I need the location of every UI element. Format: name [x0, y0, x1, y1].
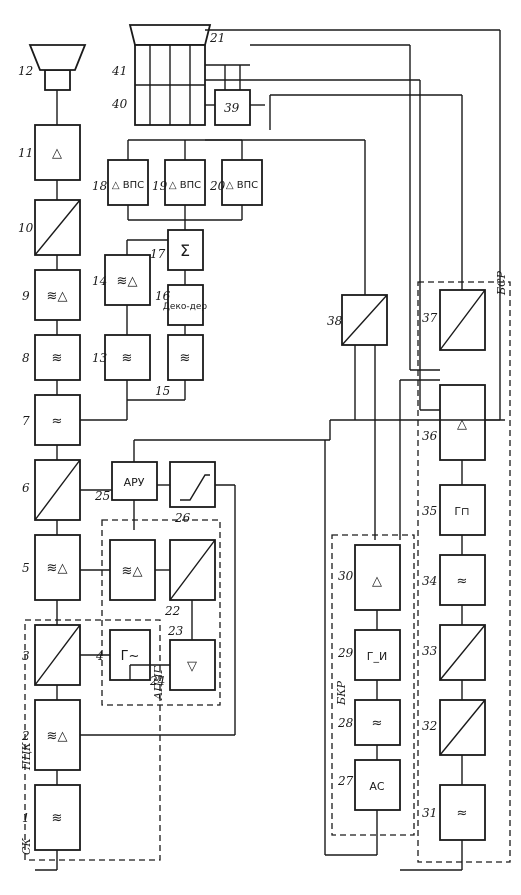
block-17-summator — [167, 229, 204, 271]
block-25-symbol: АРУ — [124, 476, 145, 489]
block-9-number: 9 — [22, 289, 30, 303]
block-11-symbol: △ — [52, 146, 62, 161]
block-36-output-amp — [439, 384, 486, 461]
block-34-number: 34 — [422, 574, 437, 588]
block-5-amplifier — [34, 534, 81, 601]
group-label-bkr: БКР — [335, 680, 348, 706]
block-19-number: 19 — [152, 179, 168, 193]
block-39-number: 39 — [224, 101, 240, 115]
group-label-apch: АПЧГ — [152, 666, 165, 701]
block-24-amplifier — [169, 639, 216, 691]
block-11-number: 11 — [18, 146, 33, 160]
block-11-amplifier — [34, 124, 81, 181]
block-26-limiter — [169, 461, 216, 508]
block-3-number: 3 — [22, 649, 30, 663]
block-17-number: 17 — [150, 247, 166, 261]
block-31-filter — [439, 784, 486, 841]
block-18-symbol: △ ВПС — [112, 180, 144, 191]
group-frame-apch — [101, 519, 221, 706]
block-28-symbol: ≈ — [372, 716, 383, 731]
block-28-number: 28 — [337, 716, 354, 730]
block-2-symbol: ≋△ — [47, 729, 68, 744]
block-36-symbol: △ — [457, 417, 467, 432]
block-30-number: 30 — [338, 569, 354, 583]
block-30-output-amp — [354, 544, 401, 611]
block-14-number: 14 — [92, 274, 107, 288]
block-15-symbol: ≋ — [180, 351, 191, 366]
block-20-symbol: △ ВПС — [226, 180, 258, 191]
block-12-speaker-body — [44, 69, 71, 91]
block-31-symbol: ≈ — [457, 806, 468, 821]
block-22-number: 22 — [164, 604, 180, 618]
block-21-screen — [128, 24, 212, 46]
block-5-number: 5 — [22, 561, 30, 575]
block-30-symbol: △ — [372, 574, 382, 589]
block-35-symbol: Г⊓ — [454, 505, 469, 518]
block-16-symbol: Деко-дер — [163, 302, 208, 312]
block-22-symbol: ≋△ — [122, 564, 143, 579]
block-21-number: 21 — [209, 31, 225, 45]
block-5-symbol: ≋△ — [47, 561, 68, 576]
block-16-decoder — [167, 284, 204, 326]
block-37-number: 37 — [422, 311, 438, 325]
group-label-pchk: ПЦК — [20, 742, 33, 771]
block-32-number: 32 — [422, 719, 437, 733]
group-frame-bsr — [417, 281, 511, 863]
block-13-symbol: ≋ — [122, 351, 133, 366]
block-13-filter — [104, 334, 151, 381]
block-9-symbol: ≋△ — [47, 289, 68, 304]
block-4-number: 4 — [95, 649, 104, 663]
block-33-number: 33 — [422, 644, 438, 658]
block-26-number: 26 — [174, 511, 191, 525]
block-25-number: 25 — [94, 489, 110, 503]
block-23-number: 23 — [167, 624, 184, 638]
block-14-symbol: ≋△ — [117, 274, 138, 289]
block-34-symbol: ≈ — [457, 574, 468, 589]
block-31-number: 31 — [422, 806, 437, 820]
block-20-number: 20 — [209, 179, 226, 193]
block-27-number: 27 — [337, 774, 354, 788]
block-29-generator — [354, 629, 401, 681]
block-29-number: 29 — [337, 646, 354, 660]
block-12-number: 12 — [18, 64, 33, 78]
group-frame-ck — [24, 619, 161, 861]
block-24-symbol: ▽ — [187, 659, 197, 674]
block-18-number: 18 — [92, 179, 108, 193]
group-label-ck: СК — [20, 838, 33, 855]
block-6-number: 6 — [22, 481, 30, 495]
block-28-filter — [354, 699, 401, 746]
group-frame-bkr — [331, 534, 415, 836]
block-24-number: 24 — [149, 674, 165, 688]
block-1-symbol: ≋ — [52, 811, 63, 826]
block-8-symbol: ≋ — [52, 351, 63, 366]
block-7-symbol: ≈ — [52, 414, 63, 429]
block-14-amplifier — [104, 254, 151, 306]
block-7-number: 7 — [22, 414, 30, 428]
block-16-number: 16 — [155, 289, 171, 303]
block-19-symbol: △ ВПС — [169, 180, 201, 191]
block-39-convergence — [214, 89, 251, 126]
block-29-symbol: Г_И — [367, 650, 387, 663]
block-22-filter-amp — [109, 539, 156, 601]
group-label-bsr: БСР — [495, 271, 508, 297]
block-8-number: 8 — [22, 351, 30, 365]
block-15-filter — [167, 334, 204, 381]
block-35-number: 35 — [422, 504, 437, 518]
block-41-number: 41 — [111, 64, 127, 78]
block-17-symbol: Σ — [180, 241, 190, 260]
block-13-number: 13 — [92, 351, 108, 365]
block-38-number: 38 — [327, 314, 343, 328]
block-12-speaker-cone — [28, 44, 87, 71]
block-36-number: 36 — [422, 429, 438, 443]
block-1-number: 1 — [22, 811, 30, 825]
block-4-symbol: Г~ — [121, 649, 140, 664]
block-10-number: 10 — [18, 221, 34, 235]
block-40-number: 40 — [111, 97, 128, 111]
block-27-symbol: АС — [369, 780, 385, 793]
block-15-number: 15 — [155, 384, 170, 398]
block-2-number: 2 — [21, 729, 30, 743]
